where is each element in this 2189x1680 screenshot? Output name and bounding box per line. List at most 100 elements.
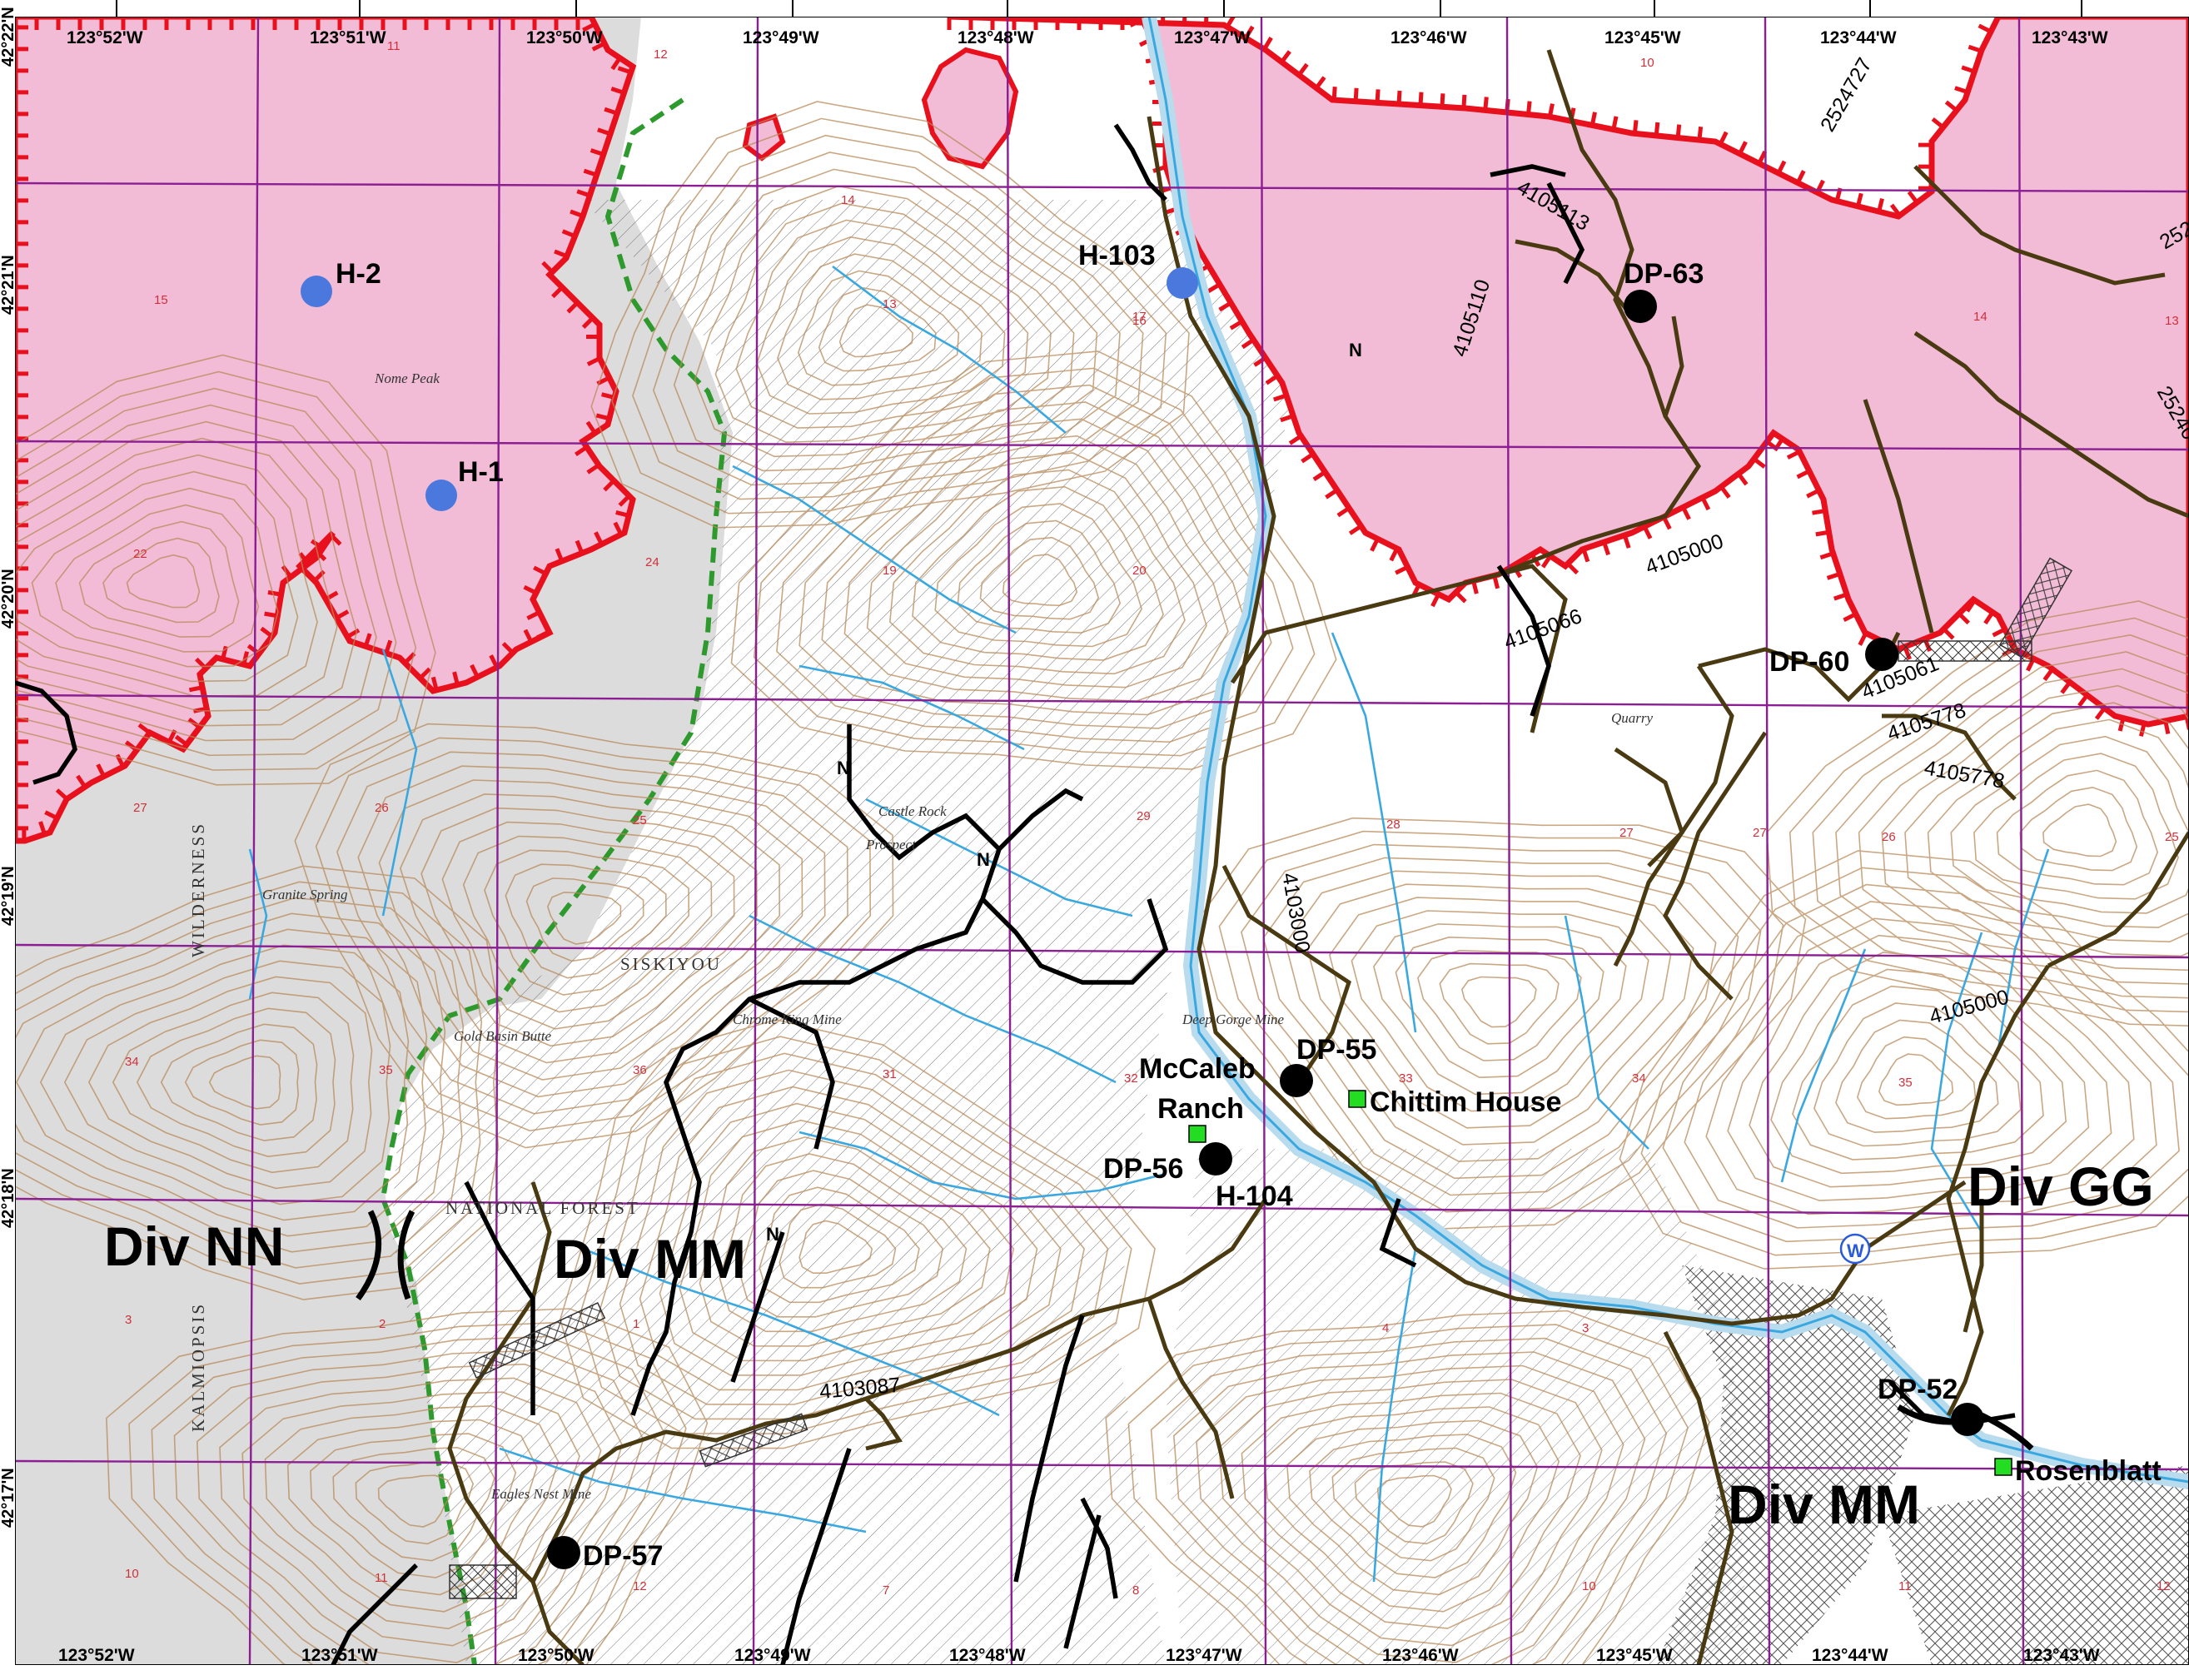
section-number: 8 [1132,1583,1139,1598]
section-number: 11 [387,39,400,53]
streams [248,265,2050,1583]
section-number: 36 [633,1063,647,1077]
latitude-labels: 42°22'N42°21'N42°20'N42°19'N42°18'N42°17… [0,7,17,1528]
division-label: Div MM [1728,1474,1920,1535]
latitude-label: 42°19'N [0,866,17,926]
section-number: 19 [883,564,897,578]
section-number: 27 [1753,826,1767,840]
longitude-label: 123°49'W [734,1646,811,1665]
section-number: 10 [1582,1579,1596,1593]
longitude-label: 123°44'W [1812,1646,1888,1665]
section-number: 13 [883,297,897,311]
structure-icon [1188,1125,1206,1143]
section-number: 34 [1632,1071,1646,1086]
section-number: 26 [375,801,389,815]
section-number: 11 [1898,1579,1912,1593]
structure-label: Rosenblatt [2015,1455,2162,1487]
latitude-label: 42°20'N [0,569,17,629]
structure-label: McCaleb [1139,1053,1256,1085]
section-number: 20 [1132,564,1147,578]
section-number: 1 [633,1317,639,1331]
drop-point-label: DP-63 [1624,258,1704,290]
helispot-icon [301,276,332,307]
drop-point-label: DP-57 [583,1540,663,1572]
structure-icon [1994,1458,2012,1476]
division-label: Div GG [1968,1156,2154,1217]
section-number: 10 [125,1567,139,1581]
fire-perimeter-north [948,13,2189,728]
drop-point-icon [547,1536,580,1569]
section-number: 35 [1898,1076,1913,1090]
section-number: 11 [375,1571,388,1585]
topo-label: Deep Gorge Mine [1182,1011,1285,1027]
topo-label: SISKIYOU [620,954,722,974]
longitude-label: 123°49'W [743,28,819,47]
latitude-label: 42°21'N [0,255,17,315]
north-arrow: N [837,758,850,778]
section-number: 25 [2165,830,2179,844]
section-number: 4 [1382,1321,1389,1335]
section-number: 32 [1124,1071,1138,1086]
longitude-label: 123°47'W [1174,28,1251,47]
section-number: 12 [654,47,668,62]
section-number: 10 [1640,56,1654,70]
water-source-label: W [1847,1240,1864,1261]
latitude-label: 42°18'N [0,1168,17,1228]
section-number: 2 [379,1317,386,1331]
section-number: 15 [154,293,168,307]
longitude-label: 123°46'W [1391,28,1467,47]
topo-label: Prospect [865,837,917,852]
structure-label: Ranch [1157,1093,1244,1125]
longitude-label: 123°45'W [1596,1646,1673,1665]
section-number: 34 [125,1055,139,1069]
private-land-crosshatch-2 [1882,1465,2189,1665]
longitude-label: 123°51'W [301,1646,378,1665]
longitude-label: 123°52'W [67,28,143,47]
section-number: 24 [645,555,659,569]
dozer-lines [14,123,2016,1667]
topo-label: Nome Peak [374,370,440,386]
helispots: H-2H-1H-103 [301,240,1198,511]
longitude-label: 123°51'W [310,28,386,47]
section-number: 27 [1619,826,1634,840]
helispot-icon [1167,267,1198,299]
roads [447,49,2189,1667]
structure-icon [1348,1090,1366,1108]
drop-point-icon [1624,290,1657,323]
longitude-label: 123°46'W [1382,1646,1459,1665]
topo-label: Eagles Nest Mine [490,1486,591,1502]
longitude-label: 123°45'W [1604,28,1681,47]
fire-perimeter-north-spot [921,47,1019,170]
longitude-label: 123°48'W [958,28,1034,47]
longitude-label: 123°48'W [949,1646,1026,1665]
section-number: 25 [633,813,647,828]
longitude-label: 123°50'W [526,28,603,47]
longitude-label: 123°43'W [2023,1646,2100,1665]
section-number: 26 [1882,830,1896,844]
longitude-labels-top: 123°52'W 123°51'W 123°50'W 123°49'W 123°48'W… [67,0,2108,47]
longitude-label: 123°52'W [58,1646,135,1665]
section-number: 13 [2165,314,2179,328]
topo-label: Granite Spring [262,887,347,902]
drop-point-label: DP-52 [1878,1374,1958,1405]
section-number: 27 [133,801,147,815]
map-symbols: N N N N W [766,340,1871,1265]
helispot-label: H-1 [458,456,504,488]
helispot-icon [425,480,457,511]
north-arrow: N [1349,340,1362,360]
water-source-icon [1839,1233,1871,1265]
longitude-label: 123°43'W [2032,28,2108,47]
latitude-label: 42°17'N [0,1468,17,1528]
section-number: 12 [2157,1579,2171,1593]
helispot-label: H-103 [1078,240,1156,271]
section-number: 3 [1582,1321,1589,1335]
drop-point-label: DP-55 [1296,1034,1376,1066]
longitude-label: 123°44'W [1820,28,1897,47]
drop-point-icon [1951,1403,1984,1436]
private-land-hatch [391,200,1299,1665]
